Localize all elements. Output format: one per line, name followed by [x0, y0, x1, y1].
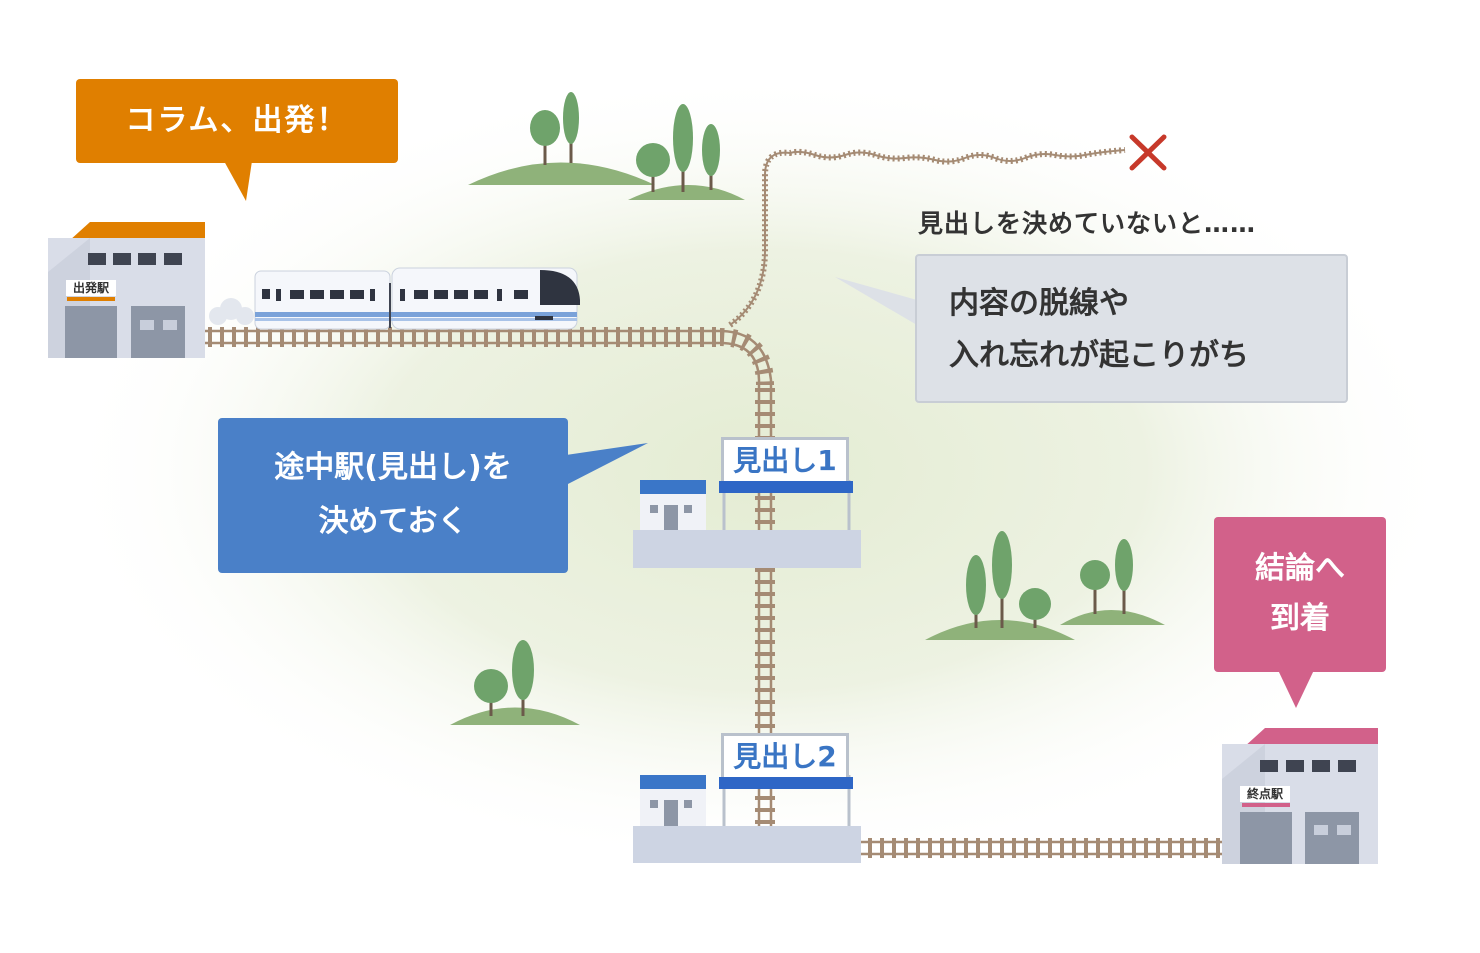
derailed-track-rail — [729, 149, 1126, 326]
start-bubble-text: コラム、出発！ — [125, 103, 349, 138]
end-station-label: 終点駅 — [1240, 786, 1290, 802]
end-bubble-tail — [1278, 670, 1314, 708]
heading-sign-2-bar — [719, 777, 853, 789]
warning-line2: 入れ忘れが起こりがち — [949, 338, 1249, 373]
heading-sign-2: 見出し2 — [721, 733, 849, 777]
hill-bottom-left — [450, 640, 580, 725]
hill-right — [925, 531, 1165, 640]
end-bubble-line1: 結論へ — [1255, 551, 1345, 586]
train — [254, 267, 580, 330]
main-track — [205, 327, 1225, 858]
end-bubble-line2: 到着 — [1270, 601, 1330, 636]
mid-bubble-tail — [566, 443, 648, 485]
mid-bubble: 途中駅(見出し)を 決めておく — [218, 418, 568, 573]
heading-sign-1: 見出し1 — [721, 437, 849, 481]
end-bubble: 結論へ 到着 — [1214, 517, 1386, 708]
start-bubble-tail — [224, 161, 252, 201]
warning-bubble-tail — [835, 277, 917, 325]
warning-bubble: 内容の脱線や 入れ忘れが起こりがち — [915, 254, 1348, 403]
mid-bubble-line1: 途中駅(見出し)を — [274, 450, 512, 485]
start-station-label: 出発駅 — [66, 280, 116, 296]
start-bubble: コラム、出発！ — [76, 79, 398, 201]
start-station — [48, 222, 205, 358]
hill-top-left — [468, 92, 655, 185]
cross-icon — [1129, 134, 1167, 171]
hill-top-center — [628, 104, 745, 200]
mid-bubble-line2: 決めておく — [318, 504, 468, 539]
heading-station-1 — [633, 480, 861, 568]
heading-sign-1-bar — [719, 481, 853, 493]
warning-caption: 見出しを決めていないと…… — [918, 209, 1257, 238]
steam-puff — [209, 298, 254, 325]
end-station — [1222, 728, 1378, 864]
warning-line1: 内容の脱線や — [949, 286, 1129, 321]
heading-station-2 — [633, 775, 861, 863]
